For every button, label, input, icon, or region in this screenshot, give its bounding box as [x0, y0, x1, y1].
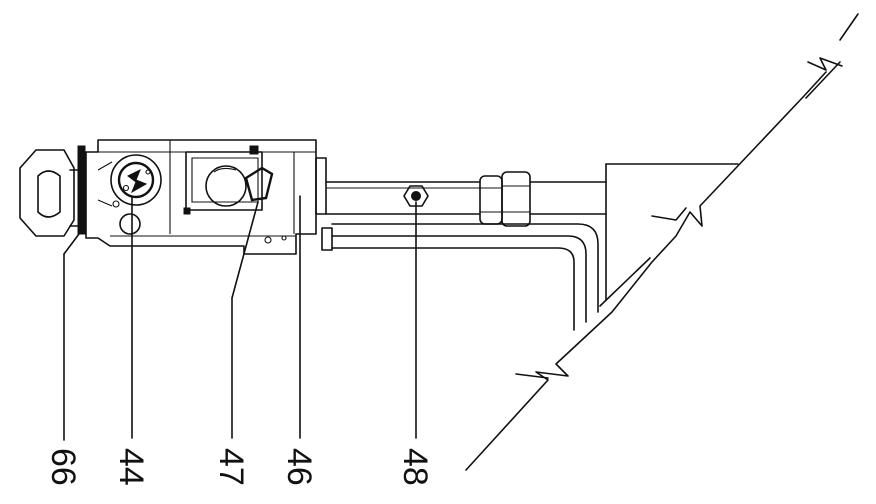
callout-44: 44 — [112, 448, 150, 486]
callout-48: 48 — [396, 448, 434, 486]
callout-66: 66 — [44, 448, 82, 486]
mounting-wall — [605, 163, 739, 301]
main-pipe — [325, 181, 481, 215]
clamp-ring — [77, 145, 86, 235]
pipe-coupling — [315, 157, 333, 251]
break-lines — [465, 13, 859, 471]
callout-46: 46 — [280, 448, 318, 486]
solenoid-window — [183, 145, 287, 244]
callout-labels: 66 44 47 46 48 — [44, 448, 434, 486]
union-nuts — [479, 171, 531, 227]
end-fitting — [19, 149, 83, 237]
pipe-to-wall — [529, 181, 607, 215]
leader-lines — [63, 195, 417, 441]
pilot-tubing — [331, 223, 599, 331]
valve-body — [85, 139, 317, 255]
hex-plug — [403, 185, 429, 207]
callout-47: 47 — [212, 448, 250, 486]
dial-knob — [97, 154, 162, 235]
